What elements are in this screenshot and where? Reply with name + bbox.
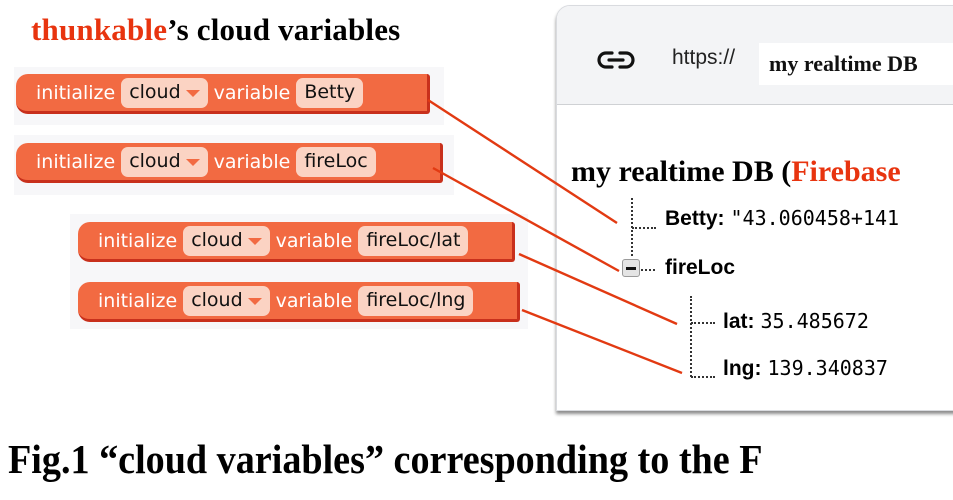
scope-dropdown[interactable]: cloud [183, 225, 270, 256]
block-keyword-variable: variable [213, 81, 291, 104]
block-keyword: initialize [98, 229, 178, 252]
scope-dropdown[interactable]: cloud [183, 285, 270, 316]
init-cloud-variable-block-fireloc-lng[interactable]: initialize cloud variable fireLoc/lng [78, 282, 520, 322]
tree-connector [691, 376, 715, 378]
database-title-brand: Firebase [791, 155, 901, 188]
tree-connector [690, 296, 692, 377]
scope-label: cloud [129, 81, 181, 103]
init-cloud-variable-block-fireloc-lat[interactable]: initialize cloud variable fireLoc/lat [78, 222, 515, 262]
scope-label: cloud [129, 150, 181, 172]
dropdown-caret-icon [185, 90, 200, 97]
node-key: Betty: [665, 207, 725, 230]
block-keyword: initialize [36, 81, 116, 104]
scope-dropdown[interactable]: cloud [121, 77, 208, 108]
url-bar: https:// my realtime DB [557, 6, 953, 105]
variable-name-field[interactable]: fireLoc/lat [358, 225, 469, 256]
node-key: lng: [723, 357, 762, 380]
block-keyword: initialize [98, 289, 178, 312]
variable-name-field[interactable]: Betty [296, 77, 364, 108]
variable-name-field[interactable]: fireLoc/lng [358, 285, 474, 316]
tree-connector [691, 322, 715, 324]
block-keyword-variable: variable [275, 289, 353, 312]
tree-node-fireloc[interactable]: fireLoc [665, 256, 735, 280]
title-rest: ’s cloud variables [167, 12, 401, 47]
figure-title: thunkable’s cloud variables [31, 12, 400, 48]
dropdown-caret-icon [247, 238, 262, 245]
url-field[interactable]: my realtime DB [759, 43, 953, 85]
scope-label: cloud [191, 229, 243, 251]
variable-name-field[interactable]: fireLoc [296, 146, 376, 177]
scope-dropdown[interactable]: cloud [121, 146, 208, 177]
title-brand: thunkable [31, 12, 168, 47]
tree-node-lng[interactable]: lng:139.340837 [723, 356, 888, 381]
tree-node-betty[interactable]: Betty:"43.060458+141 [665, 206, 899, 231]
collapse-toggle-icon[interactable] [622, 259, 640, 277]
url-prefix: https:// [672, 46, 736, 69]
tree-connector [641, 269, 655, 271]
dropdown-caret-icon [247, 298, 262, 305]
tree-connector [632, 227, 656, 229]
dropdown-caret-icon [185, 159, 200, 166]
tree-node-lat[interactable]: lat:35.485672 [723, 309, 869, 334]
figure-caption: Fig.1 “cloud variables” corresponding to… [8, 436, 763, 482]
node-value: 35.485672 [760, 309, 869, 333]
node-value: "43.060458+141 [730, 206, 900, 230]
init-cloud-variable-block-fireloc[interactable]: initialize cloud variable fireLoc [16, 143, 443, 183]
database-title: my realtime DB (Firebase [571, 155, 901, 189]
database-title-main: my realtime DB ( [571, 155, 792, 188]
block-keyword: initialize [36, 150, 116, 173]
node-key: lat: [723, 310, 755, 333]
link-icon [597, 51, 635, 69]
node-value: 139.340837 [767, 356, 888, 380]
block-keyword-variable: variable [275, 229, 353, 252]
block-keyword-variable: variable [213, 150, 291, 173]
node-key: fireLoc [665, 256, 736, 279]
init-cloud-variable-block-betty[interactable]: initialize cloud variable Betty [16, 74, 430, 114]
scope-label: cloud [191, 289, 243, 311]
